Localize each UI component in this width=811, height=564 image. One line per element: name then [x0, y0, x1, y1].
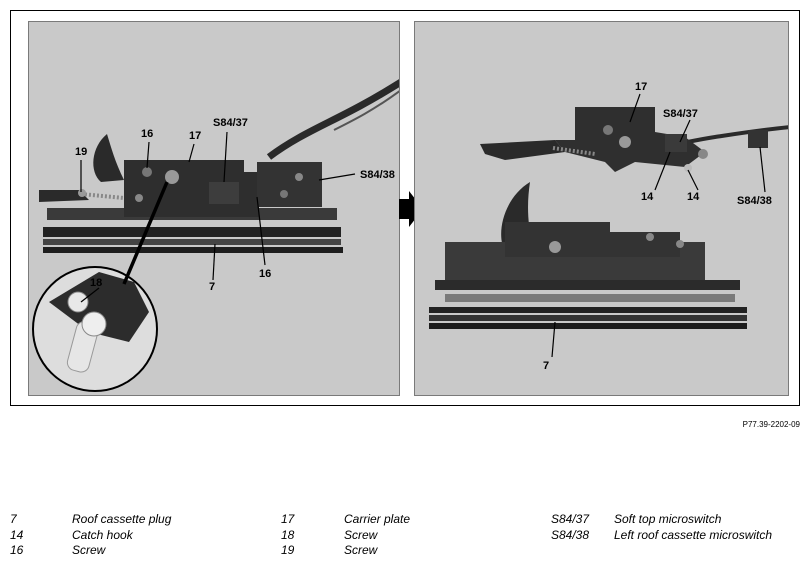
legend-text: Soft top microswitch	[614, 512, 722, 526]
legend-text: Screw	[344, 543, 378, 557]
callout-19: 19	[75, 146, 87, 158]
callout-17: 17	[189, 130, 201, 142]
legend-num: 7	[10, 512, 17, 526]
callout-18: 18	[90, 277, 102, 289]
legend-num: 19	[281, 543, 295, 557]
callout-14-b: 14	[687, 191, 700, 203]
legend-text: Catch hook	[72, 528, 133, 542]
callout-s84-38: S84/38	[737, 195, 772, 207]
legend-text: Screw	[344, 528, 378, 542]
legend-num: 17	[281, 512, 295, 526]
callout-16-bottom: 16	[259, 268, 271, 280]
legend-num: 16	[10, 543, 24, 557]
callout-s84-37: S84/37	[213, 117, 248, 129]
legend-num: 14	[10, 528, 24, 542]
photo-removed-assembly: 17 S84/37 14 14 S84/38 7	[414, 21, 789, 396]
assembly-illustration-left: 19 16 17 S84/37 S84/38 16 7 18	[32, 79, 399, 392]
legend-text: Roof cassette plug	[72, 512, 172, 526]
photo-installed-assembly: 19 16 17 S84/37 S84/38 16 7 18	[28, 21, 400, 396]
figure-id: P77.39-2202-09	[742, 420, 800, 429]
legend-text: Carrier plate	[344, 512, 411, 526]
callout-7: 7	[209, 281, 215, 293]
callout-16-top: 16	[141, 128, 153, 140]
arrow-right-icon	[399, 191, 423, 227]
legend-num: 18	[281, 528, 295, 542]
assembly-illustration-right: 17 S84/37 14 14 S84/38 7	[429, 81, 788, 372]
legend: 7 Roof cassette plug 14 Catch hook 16 Sc…	[0, 512, 811, 564]
callout-s84-38: S84/38	[360, 169, 395, 181]
figure-frame: 19 16 17 S84/37 S84/38 16 7 18	[10, 10, 800, 406]
legend-num: S84/38	[551, 528, 590, 542]
legend-text: Left roof cassette microswitch	[614, 528, 773, 542]
callout-14-a: 14	[641, 191, 654, 203]
callout-17: 17	[635, 81, 647, 93]
callout-7: 7	[543, 360, 549, 372]
legend-num: S84/37	[551, 512, 590, 526]
legend-text: Screw	[72, 543, 106, 557]
callout-s84-37: S84/37	[663, 108, 698, 120]
